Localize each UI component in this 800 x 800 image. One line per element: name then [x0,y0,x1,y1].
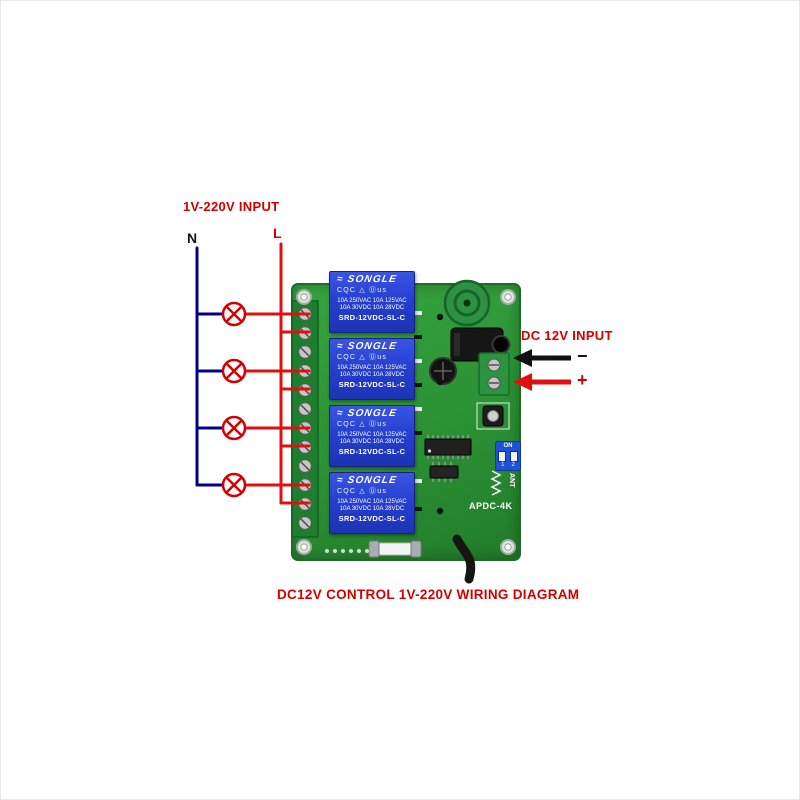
dip-pin-numbers: 1 2 [501,462,515,469]
relay-brand: ≈ SONGLE [330,272,414,285]
dip-slider-2 [510,450,518,462]
fuse [368,540,422,558]
relay-brand: ≈ SONGLE [330,406,414,419]
relay-ratings: 10A 250VAC 10A 125VAC 10A 30VDC 10A 28VD… [330,499,414,513]
diagram-caption: DC12V CONTROL 1V-220V WIRING DIAGRAM [277,587,580,602]
pcb-artwork [291,279,516,558]
relay-model: SRD-12VDC-SL-C [338,380,406,389]
dip-sliders [498,450,518,462]
songle-logo-icon: ≈ [335,341,345,352]
relay-ratings: 10A 250VAC 10A 125VAC 10A 30VDC 10A 28VD… [330,432,414,446]
relay-brand-text: SONGLE [346,408,398,419]
dip-on-label: ON [503,443,513,449]
dip-switch: ON 1 2 [495,441,521,471]
songle-logo-icon: ≈ [335,274,345,285]
output-terminal-strip [291,300,319,538]
relay-rating-line: 10A 30VDC 10A 28VDC [339,439,405,445]
relay-board-pcb: ≈ SONGLE CQC △ Ⓤus 10A 250VAC 10A 125VAC… [291,271,521,561]
mounting-holes [296,289,516,555]
relay-brand-text: SONGLE [346,341,398,352]
neutral-wire [195,246,236,487]
main-ic-chip [424,435,472,459]
relay-brand-text: SONGLE [346,475,398,486]
dip-pin-1-label: 1 [501,462,505,468]
relay-model: SRD-12VDC-SL-C [338,514,406,523]
ant-label: ANT [508,473,515,488]
relay-2: ≈ SONGLE CQC △ Ⓤus 10A 250VAC 10A 125VAC… [329,338,415,400]
relay-model: SRD-12VDC-SL-C [338,313,406,322]
relay-cert-marks: CQC △ Ⓤus [337,421,388,428]
neutral-label: N [187,230,198,246]
relay-rating-line: 10A 250VAC 10A 125VAC [337,298,407,304]
relay-rating-line: 10A 250VAC 10A 125VAC [337,499,407,505]
relay-rating-line: 10A 250VAC 10A 125VAC [337,365,407,371]
antenna-coil-icon [490,470,502,496]
line-label: L [273,225,282,241]
relay-brand-text: SONGLE [346,274,398,285]
relay-brand: ≈ SONGLE [330,473,414,486]
relay-model: SRD-12VDC-SL-C [338,447,406,456]
buzzer-icon [443,279,491,327]
dc-plus-arrow-icon [513,373,571,391]
small-ic-chip [429,462,459,482]
relay-ratings: 10A 250VAC 10A 125VAC 10A 30VDC 10A 28VD… [330,365,414,379]
relay-4: ≈ SONGLE CQC △ Ⓤus 10A 250VAC 10A 125VAC… [329,472,415,534]
dip-slider-1 [498,450,506,462]
relay-rating-line: 10A 30VDC 10A 28VDC [339,372,405,378]
relay-rating-line: 10A 30VDC 10A 28VDC [339,506,405,512]
relay-1: ≈ SONGLE CQC △ Ⓤus 10A 250VAC 10A 125VAC… [329,271,415,333]
dc-plus-label: + [577,370,588,390]
load-lamp-icons [221,301,247,498]
board-model-label: APDC-4K [469,501,513,511]
relay-3: ≈ SONGLE CQC △ Ⓤus 10A 250VAC 10A 125VAC… [329,405,415,467]
dc-input-terminal [478,352,510,396]
relay-cert-marks: CQC △ Ⓤus [337,354,388,361]
relay-cert-marks: CQC △ Ⓤus [337,287,388,294]
songle-logo-icon: ≈ [335,475,345,486]
dip-pin-2-label: 2 [511,462,515,468]
capacitor-icon [429,357,457,385]
songle-logo-icon: ≈ [335,408,345,419]
push-button [476,402,510,430]
relay-rating-line: 10A 30VDC 10A 28VDC [339,305,405,311]
dc-minus-arrow-icon [513,349,571,367]
ac-input-label: 1V-220V INPUT [183,199,280,214]
relay-rating-line: 10A 250VAC 10A 125VAC [337,432,407,438]
smd-components [325,311,444,553]
dc-input-label: DC 12V INPUT [521,328,613,343]
dc-minus-label: − [577,346,588,366]
relay-ratings: 10A 250VAC 10A 125VAC 10A 30VDC 10A 28VD… [330,298,414,312]
relay-cert-marks: CQC △ Ⓤus [337,488,388,495]
relay-brand: ≈ SONGLE [330,339,414,352]
